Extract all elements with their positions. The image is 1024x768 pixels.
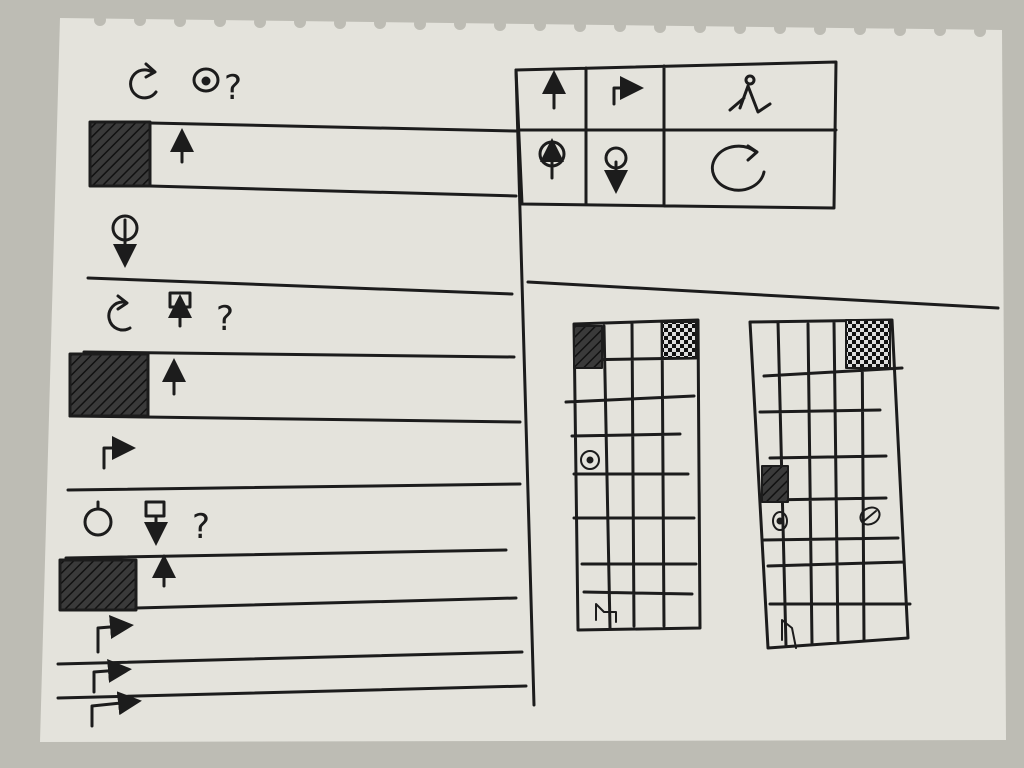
- action-row-9[interactable]: [56, 615, 524, 666]
- turn-right-icon: [102, 436, 136, 470]
- condition-row-7[interactable]: ?: [83, 500, 210, 547]
- turn-right-icon: [96, 615, 134, 654]
- turn-right-icon: [90, 691, 142, 728]
- robot-marker-icon: [781, 619, 797, 649]
- action-row-6[interactable]: [66, 436, 522, 492]
- perforation-edge: [94, 14, 986, 37]
- condition-question-mark: ?: [224, 68, 242, 108]
- robot-marker-icon: [595, 603, 617, 623]
- target-circle-icon: [772, 511, 788, 531]
- stick-figure-icon[interactable]: [728, 74, 772, 114]
- action-row-2[interactable]: [88, 120, 518, 198]
- condition-question-mark: ?: [216, 299, 234, 339]
- board-right: [748, 318, 912, 650]
- target-circle-icon: [580, 450, 600, 470]
- breakpoint-block: [58, 558, 138, 612]
- wall-block: [573, 325, 603, 369]
- rotate-right-icon: [107, 300, 132, 332]
- checkered-goal-icon: [661, 321, 697, 359]
- wall-block: [761, 465, 789, 503]
- eye-icon: [192, 67, 220, 93]
- condition-question-mark: ?: [192, 507, 210, 547]
- program-panel: ?: [56, 62, 536, 728]
- action-row-3[interactable]: [86, 214, 514, 296]
- rotate-right-arrowhead: [144, 62, 157, 79]
- rotate-right-icon: [129, 68, 158, 100]
- action-row-5[interactable]: [68, 350, 522, 424]
- turn-right-icon[interactable]: [612, 76, 644, 106]
- rotate-right-icon[interactable]: [710, 144, 766, 192]
- checkered-goal-icon: [845, 319, 891, 369]
- command-palette: [514, 60, 838, 210]
- breakpoint-block: [68, 352, 150, 418]
- palette-grid: [514, 60, 838, 210]
- circle-icon: [83, 500, 113, 537]
- rotate-right-arrowhead: [116, 294, 129, 311]
- condition-row-1[interactable]: ?: [129, 62, 242, 108]
- board-left-grid: [564, 318, 702, 632]
- breakpoint-block: [88, 120, 152, 188]
- right-separator: [526, 280, 1000, 310]
- circle-arrow-up-icon[interactable]: [538, 138, 566, 180]
- board-left: [564, 318, 702, 632]
- panel-divider: [514, 68, 536, 707]
- action-row-11[interactable]: [90, 691, 142, 728]
- turn-right-icon: [92, 658, 132, 694]
- flag-up-icon: [168, 291, 192, 328]
- circle-arrow-down-icon[interactable]: [604, 146, 628, 194]
- action-row-8[interactable]: [58, 548, 518, 612]
- condition-row-4[interactable]: ?: [107, 291, 234, 339]
- target-circle-icon: [859, 506, 881, 526]
- flag-down-icon: [144, 500, 168, 546]
- circle-arrow-down-icon: [111, 214, 139, 268]
